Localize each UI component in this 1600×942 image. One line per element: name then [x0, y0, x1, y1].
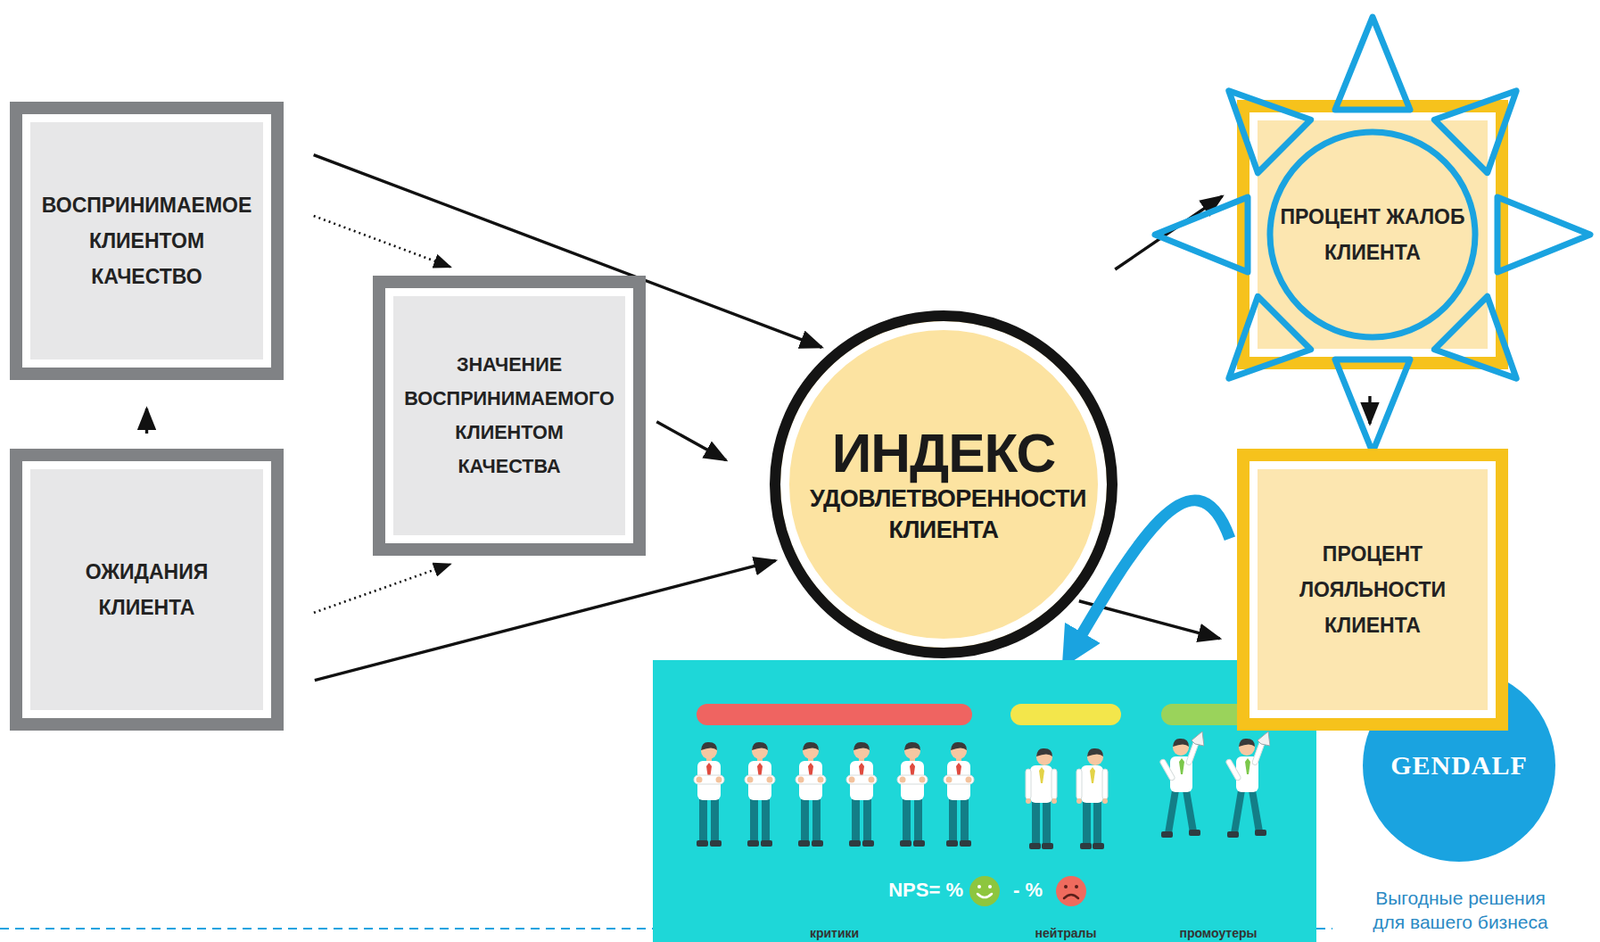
dotted-arrow	[313, 215, 451, 267]
index-heading: ИНДЕКС	[832, 422, 1056, 484]
flow-arrow	[145, 408, 149, 434]
flow-arrow	[1368, 395, 1371, 424]
tagline: Выгодные решения для вашего бизнеса	[1364, 885, 1557, 935]
group-pill: критики	[696, 703, 973, 726]
node-text: нейтралы	[1035, 922, 1097, 942]
node-text: NPS= %	[888, 878, 964, 902]
process-box: ВОСПРИНИМАЕМОЕ КЛИЕНТОМ КАЧЕСТВО	[9, 101, 284, 380]
process-box: ОЖИДАНИЯ КЛИЕНТА	[9, 448, 284, 731]
node-text: УДОВЛЕТВОРЕННОСТИ КЛИЕНТА	[809, 483, 1078, 546]
result-box: ПРОЦЕНТ ЖАЛОБ КЛИЕНТА	[1237, 99, 1509, 370]
happy-face	[969, 875, 1000, 907]
node-text: ПРОЦЕНТ ЖАЛОБ КЛИЕНТА	[1267, 198, 1478, 272]
index-circle: ИНДЕКСУДОВЛЕТВОРЕННОСТИ КЛИЕНТА	[769, 310, 1118, 659]
process-box: ЗНАЧЕНИЕ ВОСПРИНИМАЕМОГО КЛИЕНТОМ КАЧЕСТ…	[372, 275, 646, 556]
sad-face	[1055, 875, 1087, 907]
dashed-rule	[0, 927, 653, 930]
node-text: ВОСПРИНИМАЕМОЕ КЛИЕНТОМ КАЧЕСТВО	[40, 187, 254, 296]
node-text: - %	[999, 878, 1056, 902]
dotted-arrow	[313, 563, 451, 612]
nps-panel: NPS= % - % критики нейтралы промоутеры	[652, 659, 1317, 942]
node-text: ОЖИДАНИЯ КЛИЕНТА	[40, 553, 254, 627]
node-text: критики	[809, 922, 859, 942]
flow-arrow	[656, 421, 726, 461]
nps-illustration	[652, 659, 1317, 942]
result-box: ПРОЦЕНТ ЛОЯЛЬНОСТИ КЛИЕНТА	[1237, 448, 1509, 731]
node-text: GENDALF	[1390, 750, 1528, 781]
group-pill: нейтралы	[1010, 703, 1122, 726]
node-text: ПРОЦЕНТ ЛОЯЛЬНОСТИ КЛИЕНТА	[1267, 536, 1478, 644]
dashed-rule	[1316, 927, 1333, 930]
node-text: ЗНАЧЕНИЕ ВОСПРИНИМАЕМОГО КЛИЕНТОМ КАЧЕСТ…	[403, 347, 616, 483]
node-text: промоутеры	[1179, 922, 1257, 942]
